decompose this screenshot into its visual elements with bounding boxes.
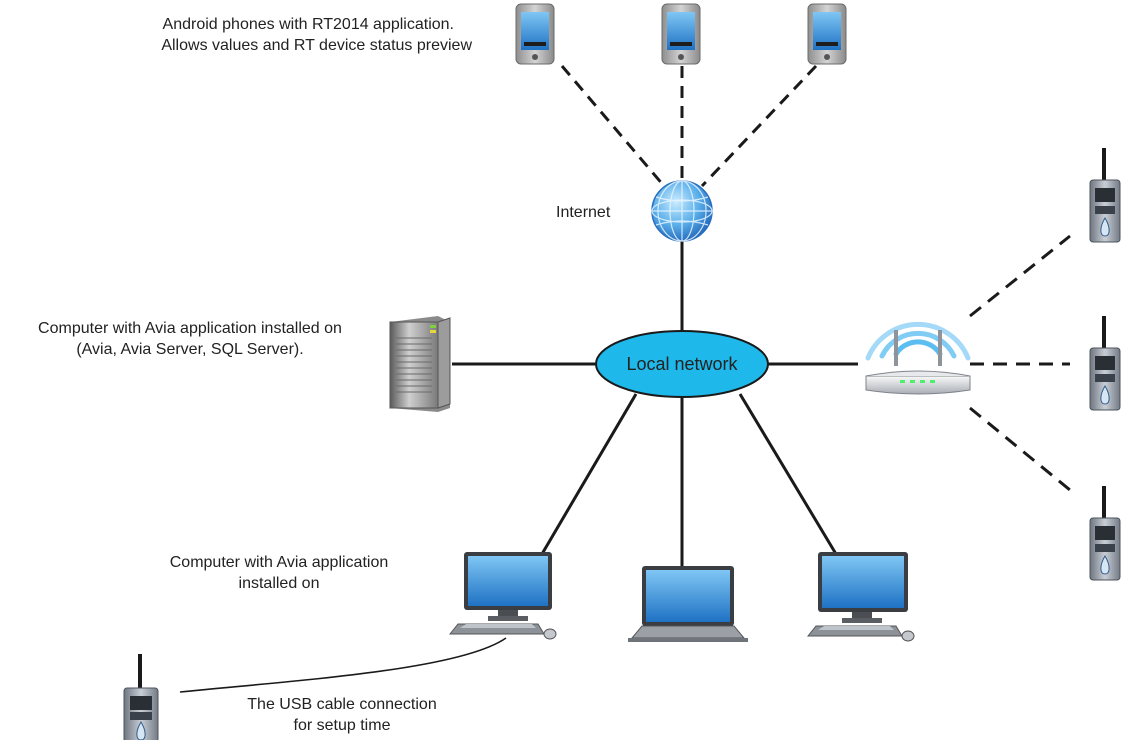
internet-label: Internet (556, 204, 611, 221)
server-label: Computer with Avia application installed… (2, 318, 378, 360)
usb-cable (179, 637, 507, 693)
workstation-link-right (738, 393, 838, 555)
smartphone-icon (661, 3, 701, 65)
wireless-data-logger-icon (123, 654, 159, 743)
smartphone-icon (807, 3, 847, 65)
wireless-data-logger-icon (1089, 486, 1121, 581)
wireless-data-logger-icon (1089, 148, 1121, 243)
phones-label: Android phones with RT2014 application. … (72, 14, 472, 56)
local-network-label: Local network (626, 354, 738, 374)
local-network-node (595, 330, 769, 398)
workstation-label-line2: installed on (238, 575, 320, 592)
usb-label-line2: for setup time (293, 717, 391, 734)
wifi-router-icon (865, 321, 971, 395)
globe-icon (651, 180, 713, 242)
server-tower-icon (389, 316, 451, 412)
logger-link-bottom (969, 406, 1071, 492)
smartphone-icon (515, 3, 555, 65)
connection-lines (179, 64, 1071, 693)
phone-link-left (560, 65, 666, 187)
workstation-label-line1: Computer with Avia application (169, 554, 389, 571)
wireless-data-logger-icon (1089, 316, 1121, 411)
phones-label-line2: Allows values and RT device status previ… (161, 37, 472, 54)
laptop-icon (628, 566, 748, 642)
phones-label-line1: Android phones with RT2014 application. (162, 16, 454, 33)
desktop-computer-icon (806, 552, 915, 642)
logger-link-top (969, 234, 1071, 318)
usb-label-line1: The USB cable connection (247, 696, 437, 713)
desktop-computer-icon (448, 552, 557, 640)
server-label-line1: Computer with Avia application installed… (38, 320, 342, 337)
workstation-link-left (540, 393, 638, 555)
phone-link-right (700, 64, 818, 188)
workstation-label: Computer with Avia application installed… (130, 552, 428, 594)
server-label-line2: (Avia, Avia Server, SQL Server). (76, 341, 304, 358)
usb-label: The USB cable connection for setup time (210, 694, 474, 736)
